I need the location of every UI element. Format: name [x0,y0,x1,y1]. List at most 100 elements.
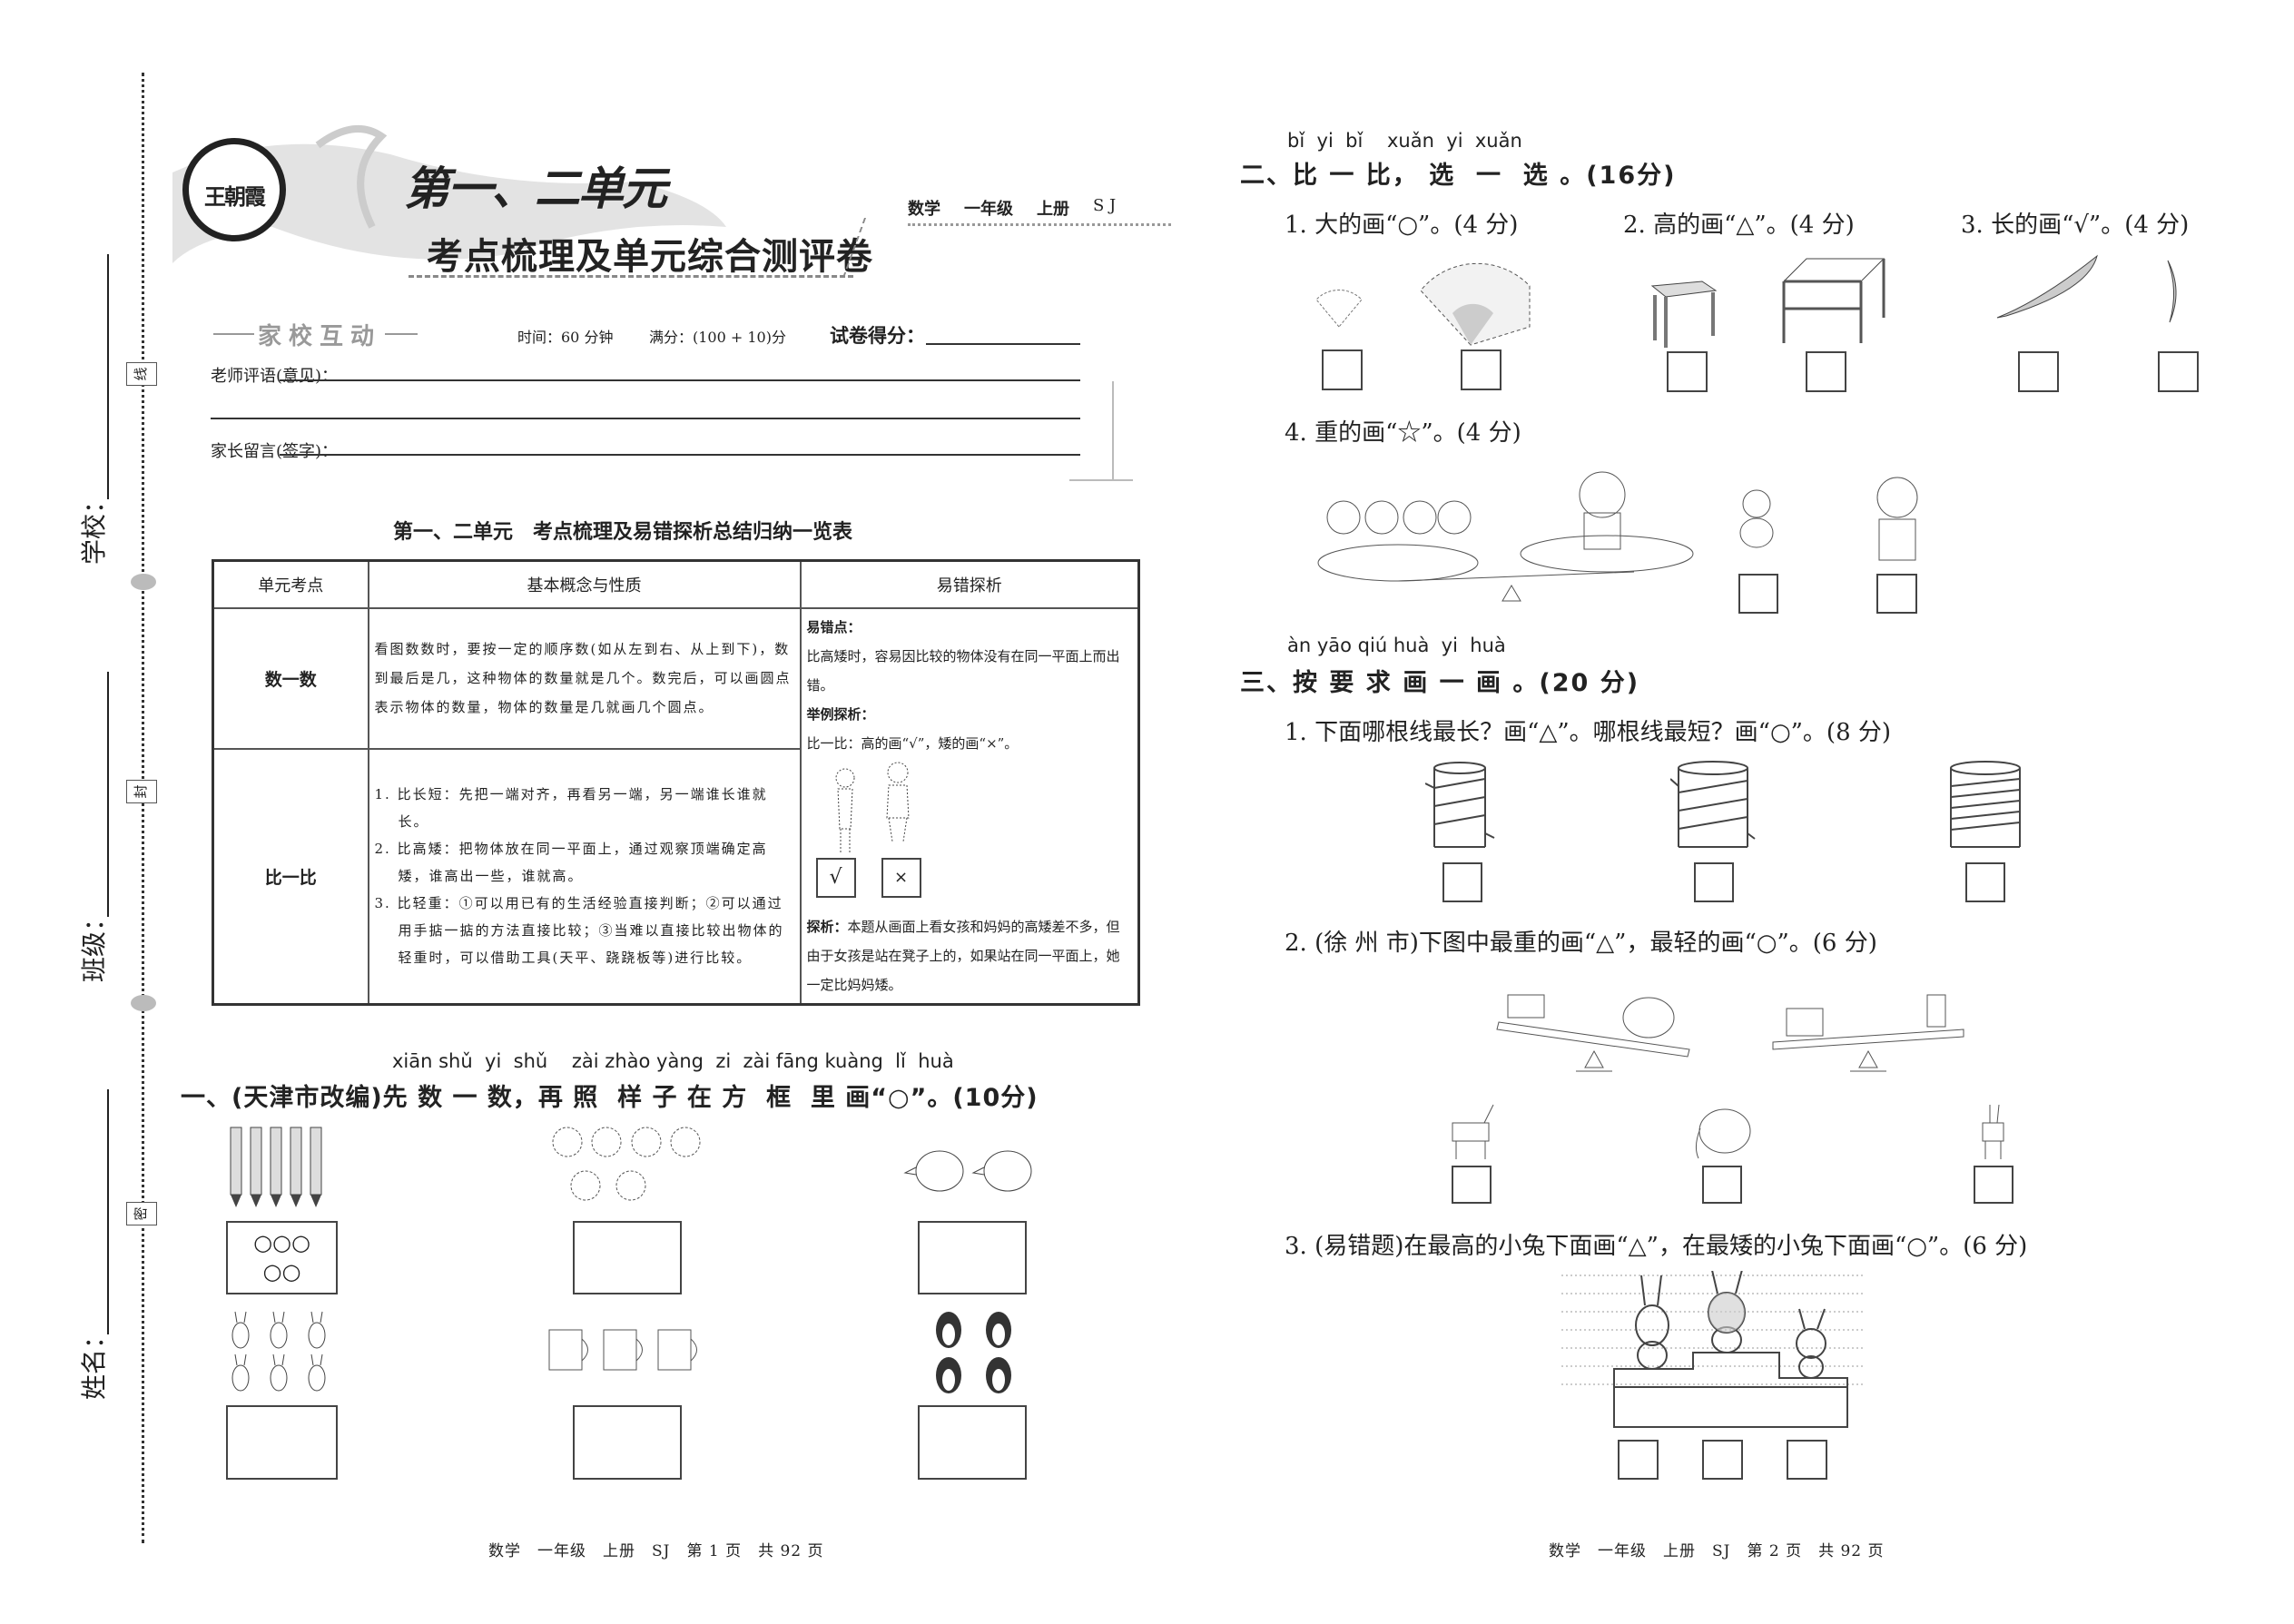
answer-box[interactable] [226,1405,338,1480]
rabbits-icon [231,1311,326,1392]
table-header: 易错探析 [799,559,1140,609]
section3-pinyin: àn yāo qiú huà yi huà [1287,635,1506,656]
coil-2-icon [1670,761,1756,848]
answer-box[interactable] [1738,574,1778,614]
big-fan-icon [1420,262,1531,346]
answer-box[interactable] [1702,1166,1742,1204]
section2-heading: 二、比 一 比， 选 一 选 。(16分) [1240,162,1677,190]
full-score: 满分：(100 + 10)分 [649,329,786,346]
footer-right: 数学 一年级 上册 SJ 第 2 页 共 92 页 [1549,1542,1885,1560]
error-point-label: 易错点： [806,618,861,635]
girl-icon [835,768,854,854]
coil-3-icon [1950,761,2021,848]
meta-tags: 数学 一年级 上册 S J [908,196,1116,220]
subtitle: 考点梳理及单元综合测评卷 [427,235,873,278]
answer-box[interactable] [1618,1440,1659,1480]
pencils-icon [230,1127,322,1207]
answer-box-short: × [881,857,921,898]
logo: 王朝霞 [182,138,286,241]
unit-title: 第一、二单元 [404,162,667,215]
exam-time: 时间：60 分钟 [517,329,614,346]
concept-text: 看图数数时，要按一定的顺序数(如从左到右、从上到下)，数到最后是几，这种物体的数… [374,641,792,715]
balance-scale-icon [1317,471,1694,602]
concept-cell: 1. 比长短：先把一端对齐，再看另一端，另一端谁长谁就长。 2. 比高矮：把物体… [367,747,802,1005]
seesaw-horse-deer-icon [1772,994,1964,1072]
score-field[interactable] [926,327,1080,345]
section1-heading: 一、(天津市改编)先 数 一 数，再 照 样 子 在 方 框 里 画“○”。(1… [181,1084,1039,1112]
analysis-label: 探析： [806,918,848,935]
class-field[interactable] [107,672,109,917]
question-2-3: 3. 长的画“√”。(4 分) [1961,212,2190,239]
concept-text: 1. 比长短：先把一端对齐，再看另一端，另一端谁长谁就长。 [374,786,768,830]
meta-underline [908,223,1171,226]
example-label: 举例探析： [806,705,875,723]
answer-box[interactable] [1965,862,2005,902]
meta-grade: 一年级 [964,200,1013,219]
answer-box[interactable] [1702,1440,1743,1480]
answer-box[interactable] [2158,351,2199,392]
seesaw-horse-elephant-icon [1496,994,1690,1072]
concept-text: 3. 比轻重：①可以用已有的生活经验直接判断；②可以通过用手掂一掂的方法直接比较… [374,895,784,966]
answer-box[interactable] [1876,574,1917,614]
rabbits-on-steps-icon [1561,1271,1866,1428]
name-label: 姓名： [79,1323,110,1401]
logo-text: 王朝霞 [204,183,266,210]
section1-pinyin: xiān shǔ yi shǔ zài zhào yàng zi zài fān… [392,1050,954,1072]
answer-box-tall: √ [815,857,856,898]
meta-volume: 上册 [1037,200,1069,219]
bear-icon [1876,477,1918,561]
answer-box[interactable] [1667,351,1708,392]
short-cucumber-icon [2167,260,2177,323]
answer-box[interactable] [2018,351,2059,392]
deer-icon [1982,1104,2004,1159]
long-cucumber-icon [1996,254,2098,319]
home-school-badge: 家校互动 [254,318,386,351]
penguins-icon [936,1312,1011,1393]
analysis-text: 本题从画面上看女孩和妈妈的高矮差不多，但由于女孩是站在凳子上的，如果站在同一平面… [806,918,1120,993]
answer-box[interactable] [1461,349,1501,390]
ribbon-decoration [172,125,726,263]
chicks-icon [903,1150,1032,1192]
school-field[interactable] [107,254,109,499]
answer-box[interactable] [1806,351,1846,392]
answer-box[interactable] [1974,1166,2013,1204]
seal-mark: 密 [126,1202,157,1225]
subtitle-underline [409,275,853,278]
topic-cell: 比一比 [212,747,369,1005]
meta-subject: 数学 [908,200,940,219]
question-2-2: 2. 高的画“△”。(4 分) [1623,212,1855,239]
small-fan-icon [1315,289,1363,328]
parent-note-field[interactable] [280,436,1080,456]
score-label: 试卷得分： [830,325,925,347]
error-point-text: 比高矮时，容易因比较的物体没有在同一平面上而出错。 [806,647,1120,694]
name-field[interactable] [107,1089,109,1334]
table-header: 单元考点 [212,559,369,609]
school-label: 学校： [79,487,110,566]
answer-box[interactable] [1442,862,1482,902]
summary-table-title: 第一、二单元 考点梳理及易错探析总结归纳一览表 [393,521,853,544]
example-figure: √ × [807,758,1133,912]
frame-line [1069,479,1133,481]
smiley-icon [131,574,156,590]
concept-text: 2. 比高矮：把物体放在同一平面上，通过观察顶端确定高矮，谁高出一些，谁就高。 [374,841,768,884]
answer-box[interactable] [573,1405,682,1480]
answer-box[interactable] [918,1221,1027,1294]
flowers-icon [552,1127,701,1201]
table-row: 数一数 看图数数时，要按一定的顺序数(如从左到右、从上到下)，数到最后是几，这种… [212,606,1140,1005]
answer-box[interactable] [1787,1440,1827,1480]
question-3-2: 2. (徐 州 市)下图中最重的画“△”，最轻的画“○”。(6 分) [1285,930,1877,957]
teacher-comment-field[interactable] [280,361,1080,381]
binding-line [142,73,144,1543]
answer-box[interactable] [573,1221,682,1294]
teacher-comment-field-2[interactable] [211,399,1080,419]
answer-box[interactable] [1322,349,1363,390]
answer-box[interactable] [918,1405,1027,1480]
smiley-icon [131,995,156,1011]
error-analysis-cell: 易错点： 比高矮时，容易因比较的物体没有在同一平面上而出错。 举例探析： 比一比… [799,606,1140,1005]
table-row: 比一比 1. 比长短：先把一端对齐，再看另一端，另一端谁长谁就长。 2. 比高矮… [212,747,1139,1005]
question-3-1: 1. 下面哪根线最长？画“△”。哪根线最短？画“○”。(8 分) [1285,719,1892,746]
table-header: 基本概念与性质 [367,559,802,609]
answer-box[interactable] [1452,1166,1492,1204]
section3-heading: 三、按 要 求 画 一 画 。(20 分) [1240,669,1640,697]
answer-box[interactable] [1694,862,1734,902]
